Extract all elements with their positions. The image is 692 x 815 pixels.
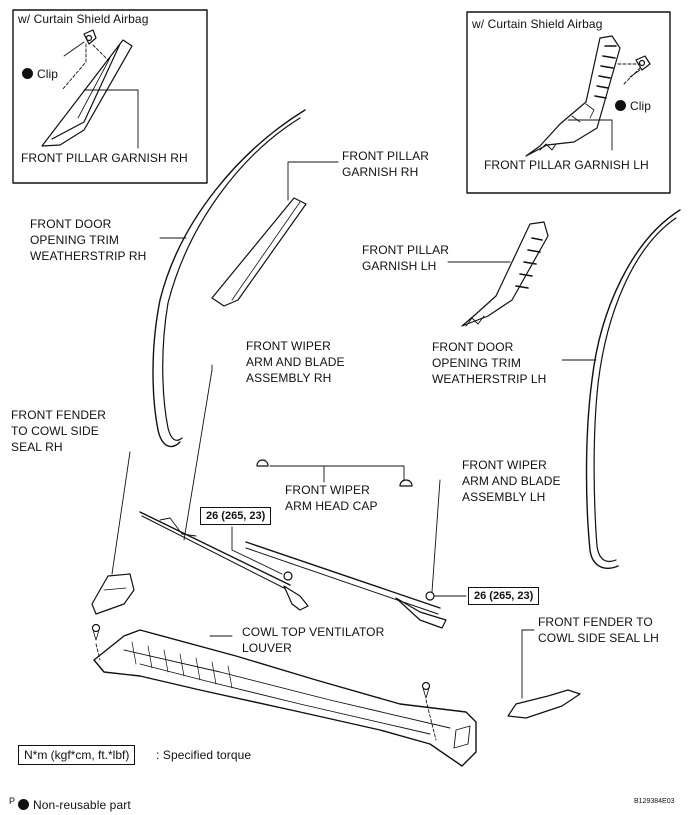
non-reusable-dot-icon xyxy=(615,100,626,111)
non-reusable-dot-icon xyxy=(22,68,33,79)
inset-rh-title: w/ Curtain Shield Airbag xyxy=(18,12,149,26)
legend-torque-text: : Specified torque xyxy=(156,748,252,762)
inset-lh-title: w/ Curtain Shield Airbag xyxy=(472,17,603,31)
inset-rh-frame xyxy=(12,9,208,184)
torque-value-rh: 26 (265, 23) xyxy=(200,507,272,525)
non-reusable-dot-icon xyxy=(18,799,29,810)
head-cap-left xyxy=(256,459,269,467)
torque-value-lh: 26 (265, 23) xyxy=(468,587,540,605)
figure-code: B129384E03 xyxy=(634,798,675,805)
inset-lh-clip-label: Clip xyxy=(615,82,651,114)
front-fender-seal-rh xyxy=(91,573,135,615)
inset-lh-clip-icon xyxy=(635,55,651,71)
inset-rh-garnish xyxy=(41,39,133,147)
label-front-fender-seal-rh: FRONT FENDER TO COWL SIDE SEAL RH xyxy=(11,408,106,454)
label-front-pillar-garnish-lh: FRONT PILLAR GARNISH LH xyxy=(362,243,449,273)
label-front-wiper-arm-rh: FRONT WIPER ARM AND BLADE ASSEMBLY RH xyxy=(246,339,345,385)
label-cowl-top-ventilator: COWL TOP VENTILATOR LOUVER xyxy=(242,625,385,655)
inset-rh-part-label: FRONT PILLAR GARNISH RH xyxy=(21,151,188,165)
label-front-door-opening-trim-lh: FRONT DOOR OPENING TRIM WEATHERSTRIP LH xyxy=(432,340,547,386)
wiper-arm-lh xyxy=(245,541,447,629)
label-front-wiper-head-cap: FRONT WIPER ARM HEAD CAP xyxy=(285,483,378,513)
label-front-pillar-garnish-rh: FRONT PILLAR GARNISH RH xyxy=(342,149,429,179)
legend-non-reusable: Non-reusable part xyxy=(18,781,131,813)
legend-torque-box: N*m (kgf*cm, ft.*lbf) xyxy=(18,745,136,765)
label-front-door-opening-trim-rh: FRONT DOOR OPENING TRIM WEATHERSTRIP RH xyxy=(30,217,147,263)
inset-lh-garnish xyxy=(525,35,621,157)
cowl-top-ventilator-louver xyxy=(91,623,477,767)
weatherstrip-lh xyxy=(585,209,681,569)
inset-lh-frame xyxy=(466,11,671,194)
front-fender-seal-lh xyxy=(507,689,581,719)
front-pillar-garnish-rh xyxy=(211,197,307,307)
inset-rh-clip-label: Clip xyxy=(22,50,58,82)
inset-lh-part-label: FRONT PILLAR GARNISH LH xyxy=(484,158,649,172)
corner-mark-left: P xyxy=(9,796,16,806)
label-front-wiper-arm-lh: FRONT WIPER ARM AND BLADE ASSEMBLY LH xyxy=(462,458,561,504)
wiper-arm-rh xyxy=(139,511,309,611)
front-pillar-garnish-lh xyxy=(461,221,549,327)
inset-rh-clip-icon xyxy=(83,29,97,45)
label-front-fender-seal-lh: FRONT FENDER TO COWL SIDE SEAL LH xyxy=(538,615,659,645)
head-cap-right xyxy=(399,479,413,487)
weatherstrip-rh xyxy=(152,109,306,448)
